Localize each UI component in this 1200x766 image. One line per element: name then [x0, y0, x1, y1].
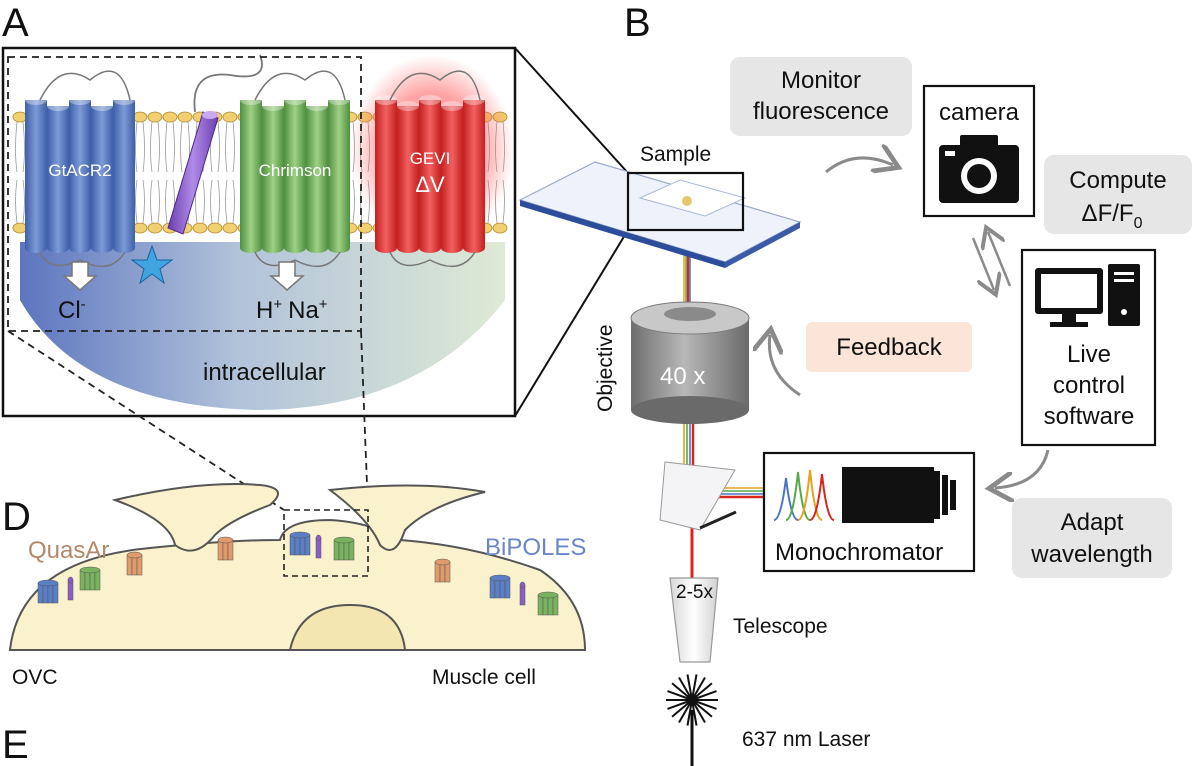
zoom-box-d [283, 509, 369, 577]
panel-b-letter: B [624, 1, 651, 45]
chloride-label: Cl- [58, 296, 86, 324]
laser-source-icon [666, 674, 718, 766]
compute-line1: Compute [1069, 167, 1166, 194]
panel-a-letter: A [2, 1, 29, 45]
feedback-box [806, 322, 972, 372]
objective-lens [630, 301, 750, 424]
compute-box [1044, 155, 1192, 234]
camera-label: camera [939, 99, 1020, 126]
monitor-box [730, 57, 912, 136]
telescope [669, 577, 719, 663]
gevi-protein: GEVI ΔV [375, 70, 485, 268]
star-icon [130, 244, 174, 285]
software-line3: software [1044, 403, 1135, 430]
muscle-cell-illustration [8, 483, 587, 651]
sample-box [626, 171, 745, 232]
objective-label: Objective [594, 324, 617, 412]
chrimson-label: Chrimson [259, 161, 332, 180]
intracellular-label: intracellular [203, 359, 326, 386]
zoom-box-a [7, 56, 362, 332]
gevi-delta-v: ΔV [415, 172, 445, 197]
linker-helix [167, 54, 263, 235]
zoom-line-d-left [7, 330, 285, 511]
monitor-arrow [825, 158, 893, 172]
software-line2: control [1053, 372, 1125, 399]
cation-arrow [269, 261, 305, 291]
telescope-label: Telescope [733, 615, 828, 638]
monitor-line1: Monitor [781, 67, 861, 94]
monitor-line2: fluorescence [753, 98, 889, 125]
laser-label: 637 nm Laser [742, 728, 870, 751]
zoom-line-top [514, 47, 629, 174]
monochromator [762, 451, 976, 573]
zoom-line-bottom [514, 229, 629, 417]
software-line1: Live [1067, 341, 1111, 368]
feedback-label: Feedback [836, 334, 942, 361]
compute-line2: ΔF/F0 [1082, 200, 1143, 232]
muscle-cell-label: Muscle cell [432, 666, 536, 689]
sample-label: Sample [640, 143, 711, 166]
camera-icon [939, 135, 1019, 203]
dichroic-mirror [659, 461, 737, 531]
ovc-label: OVC [12, 666, 58, 689]
adapt-line1: Adapt [1061, 509, 1124, 536]
panel-d-letter: D [2, 495, 31, 539]
adapt-line2: wavelength [1030, 541, 1152, 568]
monochromator-label: Monochromator [775, 539, 943, 566]
adapt-arrow [995, 449, 1050, 488]
chrimson-protein: Chrimson [240, 70, 350, 268]
adapt-box [1012, 498, 1172, 578]
sample-stage [518, 161, 802, 268]
bipoles-label: BiPOLES [485, 534, 586, 561]
magnification-label: 40 x [660, 363, 705, 390]
gtacr2-label: GtACR2 [48, 161, 111, 180]
feedback-arrow [769, 335, 801, 397]
data-exchange-arrows [971, 232, 1012, 290]
zoom-line-d-right [360, 330, 369, 511]
telescope-mag-label: 2-5x [676, 582, 713, 603]
panel-e-letter: E [2, 723, 29, 766]
chloride-arrow [62, 261, 98, 291]
cation-label: H+Na+ [256, 296, 328, 324]
quasar-label: QuasAr [28, 537, 109, 564]
gtacr2-protein: GtACR2 [25, 70, 135, 268]
computer-icon [1035, 264, 1140, 327]
gevi-label: GEVI [410, 149, 451, 168]
